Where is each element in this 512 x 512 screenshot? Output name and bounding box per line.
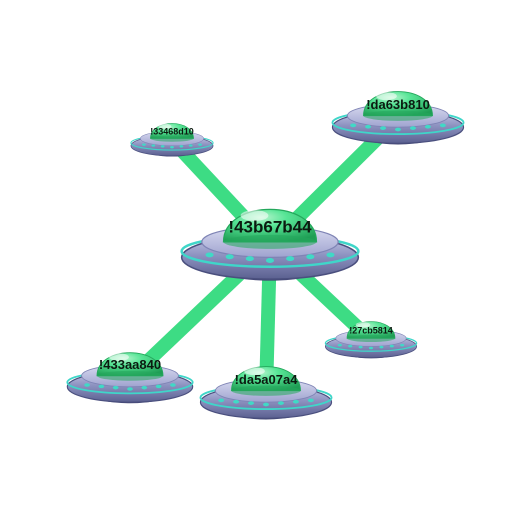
flying-saucer-icon bbox=[199, 366, 333, 420]
node-label: !43b67b44 bbox=[228, 218, 312, 237]
node-da63b810[interactable]: !da63b810 bbox=[331, 91, 465, 145]
flying-saucer-icon bbox=[324, 321, 418, 359]
flying-saucer-icon bbox=[180, 208, 360, 281]
flying-saucer-icon bbox=[66, 352, 194, 404]
node-27cb5814[interactable]: !27cb5814 bbox=[324, 321, 418, 359]
flying-saucer-icon bbox=[331, 91, 465, 145]
node-33468d10[interactable]: !33468d10 bbox=[130, 123, 214, 157]
node-da5a07a4[interactable]: !da5a07a4 bbox=[199, 366, 333, 420]
flying-saucer-icon bbox=[130, 123, 214, 157]
node-label: !33468d10 bbox=[150, 126, 194, 136]
node-433aa840[interactable]: !433aa840 bbox=[66, 352, 194, 404]
node-label: !27cb5814 bbox=[349, 326, 393, 336]
node-label: !da5a07a4 bbox=[235, 372, 299, 387]
node-label: !433aa840 bbox=[99, 357, 161, 372]
node-label: !da63b810 bbox=[366, 97, 430, 112]
nodes-layer: !33468d10 !da63b810 !433aa840 !da5a07a4 !27c… bbox=[66, 91, 465, 420]
hub-node-43b67b44[interactable]: !43b67b44 bbox=[180, 208, 360, 281]
